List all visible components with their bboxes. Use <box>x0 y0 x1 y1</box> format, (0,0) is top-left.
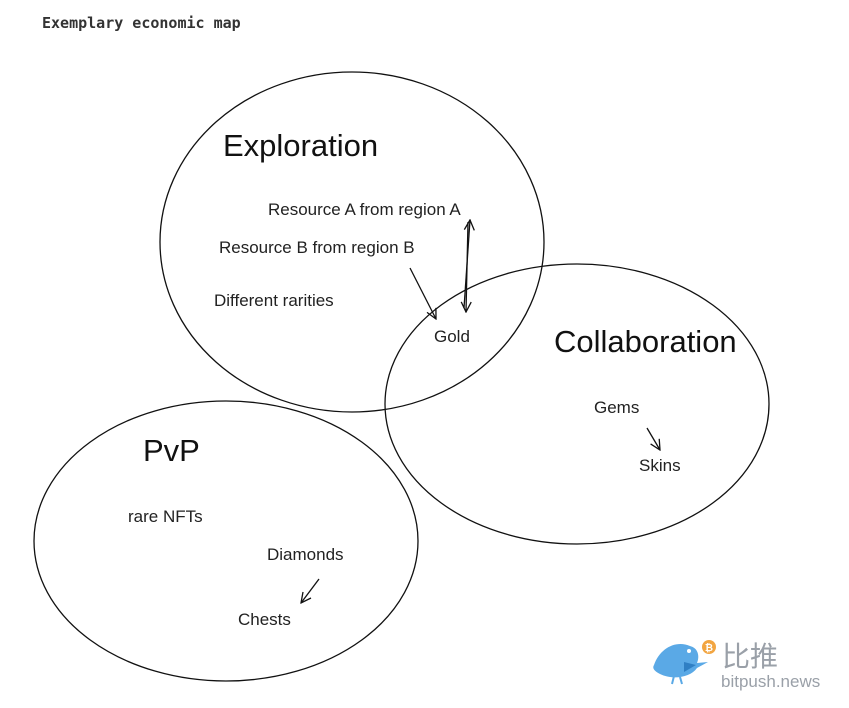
resource-b-to-gold-arrow <box>409 267 436 319</box>
gold-label: Gold <box>434 327 470 346</box>
diamonds-label: Diamonds <box>267 545 344 564</box>
chests-label: Chests <box>238 610 291 629</box>
resource-a-to-gold-arrow <box>466 221 468 312</box>
resource-a-label: Resource A from region A <box>268 200 461 219</box>
pvp-title: PvP <box>143 433 200 468</box>
diamonds-to-chests-arrow <box>301 578 320 603</box>
watermark-chinese: 比推 <box>722 640 778 673</box>
svg-text:₿: ₿ <box>705 642 713 654</box>
pvp-circle <box>33 400 419 682</box>
watermark-site: bitpush.news <box>721 672 820 691</box>
collaboration-circle <box>384 263 770 545</box>
exploration-circle <box>159 71 545 413</box>
exploration-title: Exploration <box>223 128 378 163</box>
resource-b-label: Resource B from region B <box>219 238 415 257</box>
bird-bitcoin-logo-icon: ₿ <box>653 640 716 685</box>
collaboration-title: Collaboration <box>554 324 737 359</box>
skins-label: Skins <box>639 456 681 475</box>
diagram-heading: Exemplary economic map <box>42 14 241 32</box>
rare-nfts-label: rare NFTs <box>128 507 203 526</box>
different-rarities-label: Different rarities <box>214 291 334 310</box>
gems-label: Gems <box>594 398 639 417</box>
gems-to-skins-arrow <box>646 427 660 450</box>
